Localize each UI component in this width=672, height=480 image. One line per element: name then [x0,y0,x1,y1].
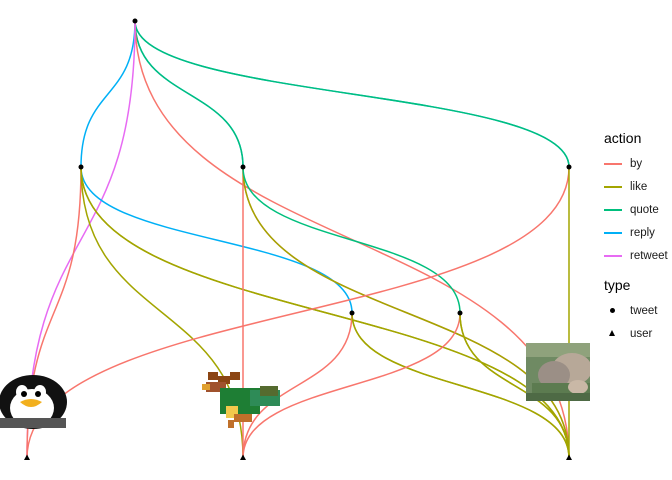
legend-item-user: user [600,322,672,345]
legend-swatch-by [600,154,624,174]
legend-item-retweet: retweet [600,244,672,267]
legend-swatch-reply [600,223,624,243]
legend-label: retweet [630,249,668,262]
legend-label: user [630,327,653,340]
node-user-u1 [24,454,30,460]
node-tweet-t3 [566,164,572,170]
edge-like-t1-u2 [80,166,244,459]
edge-like-t5-u3 [459,312,570,459]
edge-quote-t0-t3 [134,20,570,168]
rooster-icon [202,372,280,428]
edge-quote-t2-t5 [242,166,461,314]
legend: action by like quote reply retweet type twee… [600,130,672,345]
nodes-layer [24,18,572,460]
photo-avatar [526,343,590,401]
penguin-icon [0,375,67,429]
legend-title-type: type [604,277,631,293]
edge-by-t4-u2 [242,312,353,459]
node-tweet-t1 [78,164,84,170]
legend-label: like [630,180,648,193]
network-graph [0,18,590,460]
edge-by-t5-u2 [242,312,461,459]
edge-retweet-t0-u1 [26,20,136,459]
legend-item-quote: quote [600,198,672,221]
node-tweet-t0 [132,18,138,24]
legend-item-by: by [600,152,672,175]
edge-reply-t1-t4 [80,166,353,314]
node-tweet-t4 [349,310,355,316]
node-tweet-t5 [457,310,463,316]
legend-label: by [630,157,643,170]
legend-title-action: action [604,130,642,146]
triangle-icon [600,324,624,344]
legend-actions: by like quote reply retweet [600,152,672,267]
legend-swatch-like [600,177,624,197]
legend-item-tweet: tweet [600,299,672,322]
legend-label: tweet [630,304,658,317]
legend-swatch-retweet [600,246,624,266]
node-user-u3 [566,454,572,460]
legend-swatch-quote [600,200,624,220]
edge-quote-t0-t2 [134,20,244,168]
edges-layer [26,20,570,459]
legend-types: tweet user [600,299,672,345]
node-user-u2 [240,454,246,460]
node-tweet-t2 [240,164,246,170]
legend-item-like: like [600,175,672,198]
dot-icon [600,301,624,321]
legend-item-reply: reply [600,221,672,244]
edge-like-t4-u3 [351,312,570,459]
edge-reply-t0-t1 [80,20,136,168]
legend-label: quote [630,203,659,216]
legend-label: reply [630,226,655,239]
edge-like-t1-u3 [80,166,570,459]
